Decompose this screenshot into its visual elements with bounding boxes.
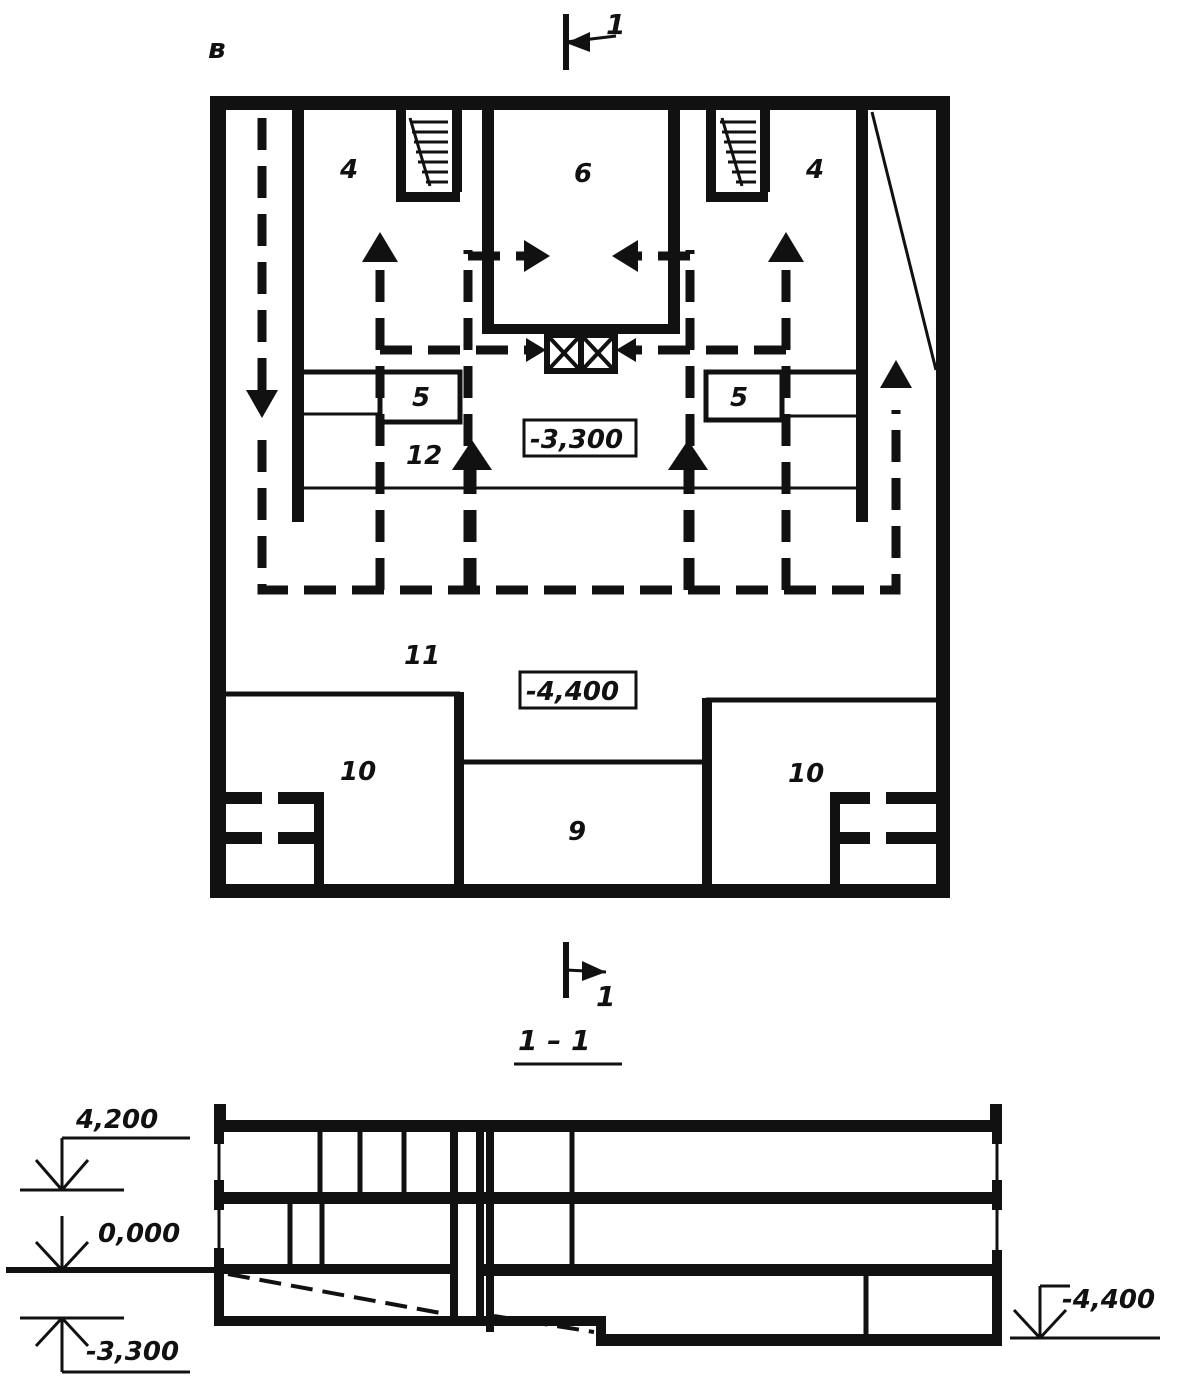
- arrow-right-icon: [526, 338, 546, 362]
- evacuation-routes: [246, 118, 912, 595]
- arrow-right-icon: [524, 240, 550, 272]
- floor-plan: 4 6 4 5 5 12 11 10 10 9 -3,300 -4,400: [210, 96, 950, 898]
- building-section: 4,200 0,000 -3,300 -4,400: [6, 1104, 1160, 1374]
- elevator-icon: [544, 332, 618, 374]
- arrow-up-icon: [452, 440, 492, 470]
- arrow-down-icon: [246, 390, 278, 418]
- arrow-up-icon: [768, 232, 804, 262]
- room-label-10-right: 10: [788, 759, 824, 789]
- section-mark-top-number: 1: [606, 8, 625, 41]
- room-label-11: 11: [404, 641, 440, 671]
- level-marker-basement: -3,300: [20, 1316, 190, 1374]
- room-label-5-left: 5: [412, 383, 430, 413]
- level-label-roof: 4,200: [75, 1105, 158, 1135]
- arrow-up-icon: [880, 360, 912, 388]
- toilet-block-left: [226, 792, 324, 886]
- level-label-ground: 0,000: [98, 1219, 180, 1249]
- room-label-10-left: 10: [340, 757, 376, 787]
- stair-icon-left: [408, 117, 448, 187]
- room-label-9: 9: [568, 817, 586, 847]
- level-label-lower: -4,400: [526, 677, 619, 707]
- level-label-basement: -3,300: [86, 1337, 179, 1367]
- arrow-up-icon: [668, 440, 708, 470]
- room-label-4-right: 4: [805, 155, 824, 185]
- section-title: 1 – 1: [518, 1024, 590, 1057]
- plan-outer-wall: [210, 96, 950, 110]
- room-label-6: 6: [574, 159, 592, 189]
- arrow-left-icon: [612, 240, 638, 272]
- plan-inner-wall: [292, 110, 304, 522]
- level-marker-ground: 0,000: [34, 1216, 180, 1272]
- room-label-4-left: 4: [339, 155, 358, 185]
- section-mark-bottom: 1: [563, 942, 615, 1013]
- level-label-upper: -3,300: [530, 425, 623, 455]
- section-mark-top: 1: [563, 8, 625, 70]
- arrow-up-icon: [362, 232, 398, 262]
- section-mark-bottom-number: 1: [596, 980, 615, 1013]
- room-label-12: 12: [406, 441, 442, 471]
- level-marker-lower: -4,400: [1010, 1284, 1160, 1340]
- level-marker-roof: 4,200: [20, 1105, 190, 1192]
- figure-letter: в: [208, 32, 226, 65]
- stair-icon-right: [720, 117, 756, 187]
- level-label-lower-section: -4,400: [1062, 1285, 1155, 1315]
- toilet-block-right: [830, 792, 936, 886]
- room-label-5-right: 5: [730, 383, 748, 413]
- arrow-left-icon: [616, 338, 636, 362]
